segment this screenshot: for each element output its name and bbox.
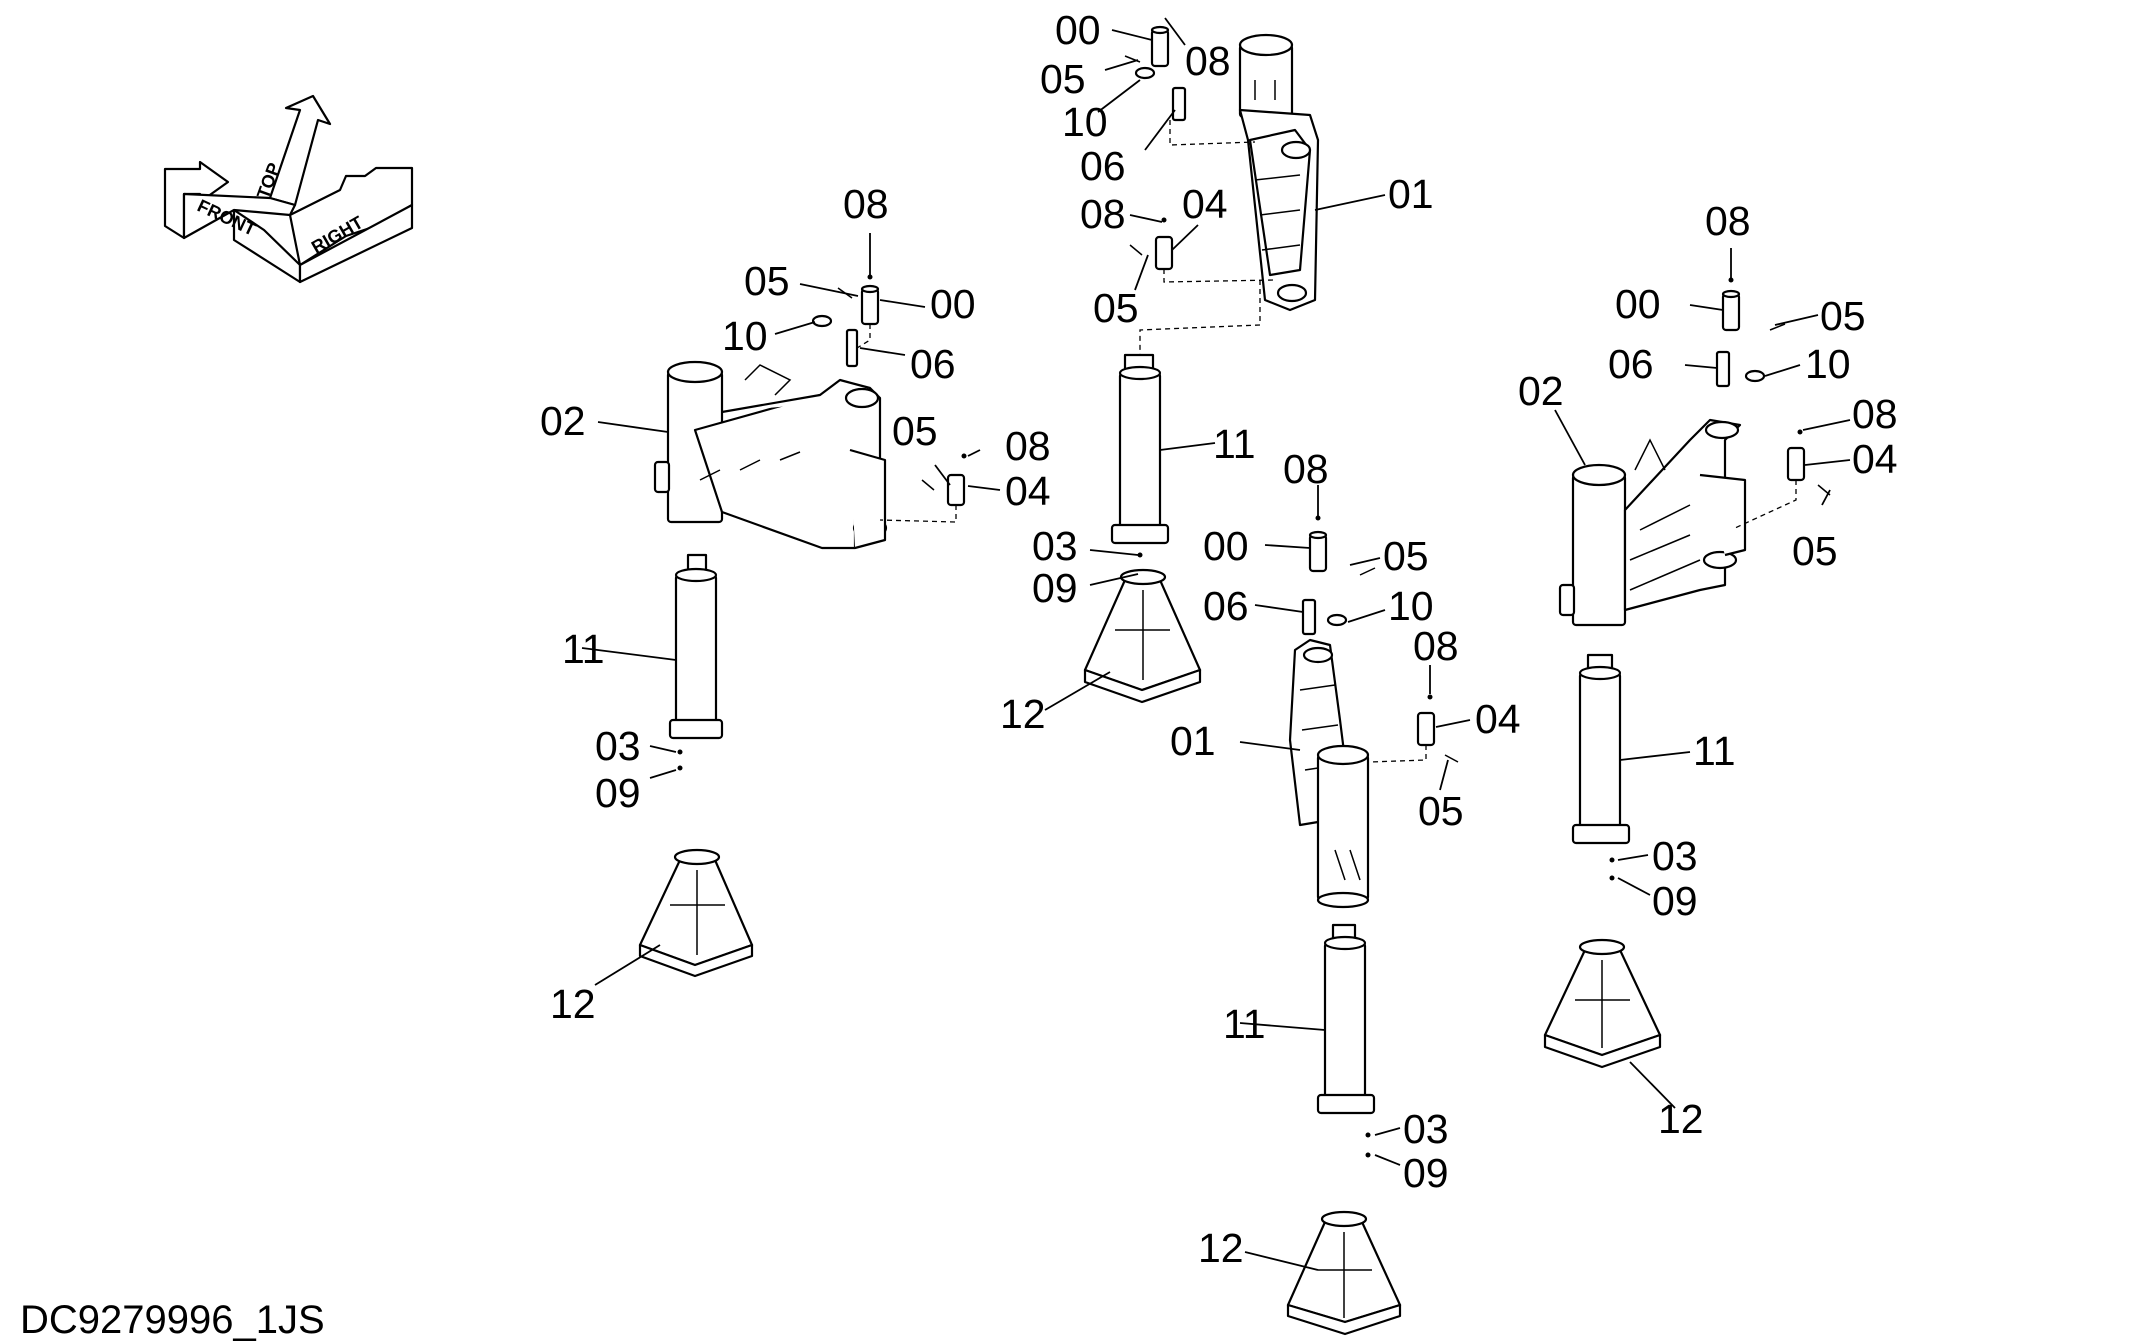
callout-d-08b: 08 bbox=[1852, 391, 1898, 437]
callout-c-05: 05 bbox=[1383, 533, 1429, 579]
callout-c-06: 06 bbox=[1203, 583, 1249, 629]
callout-b-05b: 05 bbox=[1093, 285, 1139, 331]
callout-labels-right: 08 00 05 06 10 02 08 04 05 11 03 09 12 bbox=[1518, 198, 1898, 1142]
leaders-top bbox=[1044, 17, 1386, 711]
callout-a-00: 00 bbox=[930, 281, 976, 327]
bracket-02-right bbox=[1558, 418, 1747, 627]
callout-a-02: 02 bbox=[540, 398, 586, 444]
cylinder-11-center bbox=[1316, 923, 1376, 1158]
callout-c-12: 12 bbox=[1198, 1225, 1244, 1271]
callout-c-01: 01 bbox=[1170, 718, 1216, 764]
callout-labels-center: 08 00 05 06 10 01 08 04 05 11 03 09 12 bbox=[1170, 446, 1521, 1271]
callout-a-04: 04 bbox=[1005, 468, 1051, 514]
callout-c-04: 04 bbox=[1475, 696, 1521, 742]
callout-d-00: 00 bbox=[1615, 281, 1661, 327]
callout-a-12: 12 bbox=[550, 981, 596, 1027]
pin-parts-left bbox=[811, 274, 967, 523]
callout-d-05b: 05 bbox=[1792, 528, 1838, 574]
callout-d-06: 06 bbox=[1608, 341, 1654, 387]
callout-labels-top: 00 08 05 10 06 01 08 04 05 11 03 09 12 bbox=[1000, 7, 1434, 737]
callout-b-12: 12 bbox=[1000, 691, 1046, 737]
drawing-id: DC9279996_1JS bbox=[20, 1298, 325, 1342]
cylinder-11-right bbox=[1571, 653, 1631, 881]
leaders-right bbox=[1554, 248, 1851, 1109]
pin-parts-center bbox=[1301, 515, 1459, 763]
callout-d-09: 09 bbox=[1652, 878, 1698, 924]
callout-c-03: 03 bbox=[1403, 1106, 1449, 1152]
callout-c-10: 10 bbox=[1388, 583, 1434, 629]
assembly-right: 08 00 05 06 10 02 08 04 05 11 03 09 12 bbox=[1518, 198, 1898, 1142]
orientation-indicator: FRONT TOP RIGHT bbox=[163, 94, 414, 284]
bracket-01-center bbox=[1288, 638, 1370, 909]
callout-d-04: 04 bbox=[1852, 436, 1898, 482]
callout-c-09: 09 bbox=[1403, 1150, 1449, 1196]
callout-b-09: 09 bbox=[1032, 565, 1078, 611]
assembly-top-center: 00 08 05 10 06 01 08 04 05 11 03 09 12 bbox=[1000, 7, 1434, 737]
callout-d-03: 03 bbox=[1652, 833, 1698, 879]
callout-b-04: 04 bbox=[1182, 181, 1228, 227]
callout-c-08b: 08 bbox=[1413, 623, 1459, 669]
callout-c-00: 00 bbox=[1203, 523, 1249, 569]
callout-c-11: 11 bbox=[1223, 1001, 1266, 1047]
callout-a-08: 08 bbox=[843, 181, 889, 227]
callout-a-08b: 08 bbox=[1005, 423, 1051, 469]
pin-parts-right bbox=[1715, 277, 1831, 529]
stand-12-right bbox=[1543, 938, 1662, 1069]
callout-c-05b: 05 bbox=[1418, 788, 1464, 834]
callout-b-06: 06 bbox=[1080, 143, 1126, 189]
callout-d-11: 11 bbox=[1693, 728, 1736, 774]
leaders-center bbox=[1239, 485, 1471, 1271]
cylinder-11-top bbox=[1110, 353, 1170, 575]
callout-d-02: 02 bbox=[1518, 368, 1564, 414]
callout-b-00: 00 bbox=[1055, 7, 1101, 53]
stand-12-center bbox=[1286, 1210, 1402, 1336]
callout-b-08: 08 bbox=[1185, 38, 1231, 84]
callout-labels-left: 08 05 00 10 06 02 05 08 04 11 03 09 12 bbox=[540, 181, 1051, 1027]
callout-b-10: 10 bbox=[1062, 99, 1108, 145]
callout-a-03: 03 bbox=[595, 723, 641, 769]
callout-a-05: 05 bbox=[744, 258, 790, 304]
callout-c-08: 08 bbox=[1283, 446, 1329, 492]
callout-a-06: 06 bbox=[910, 341, 956, 387]
callout-b-01: 01 bbox=[1388, 171, 1434, 217]
callout-b-08b: 08 bbox=[1080, 191, 1126, 237]
callout-d-05: 05 bbox=[1820, 293, 1866, 339]
leaders-left bbox=[581, 233, 1001, 986]
stand-12-top bbox=[1083, 568, 1202, 704]
callout-b-05: 05 bbox=[1040, 56, 1086, 102]
pin-parts-top bbox=[1124, 25, 1276, 355]
callout-d-12: 12 bbox=[1658, 1096, 1704, 1142]
callout-b-03: 03 bbox=[1032, 523, 1078, 569]
callout-a-09: 09 bbox=[595, 770, 641, 816]
callout-d-08: 08 bbox=[1705, 198, 1751, 244]
callout-d-10: 10 bbox=[1805, 341, 1851, 387]
callout-a-05b: 05 bbox=[892, 408, 938, 454]
bracket-02-left bbox=[653, 360, 888, 550]
callout-b-11: 11 bbox=[1213, 421, 1256, 467]
assembly-center: 08 00 05 06 10 01 08 04 05 11 03 09 12 bbox=[1170, 446, 1521, 1336]
stand-12-left bbox=[638, 848, 754, 978]
cylinder-11-left bbox=[668, 553, 724, 771]
callout-a-10: 10 bbox=[722, 313, 768, 359]
callout-a-11: 11 bbox=[562, 626, 605, 672]
bracket-01-top bbox=[1238, 33, 1320, 312]
assembly-left: 08 05 00 10 06 02 05 08 04 11 03 09 12 bbox=[540, 181, 1051, 1027]
